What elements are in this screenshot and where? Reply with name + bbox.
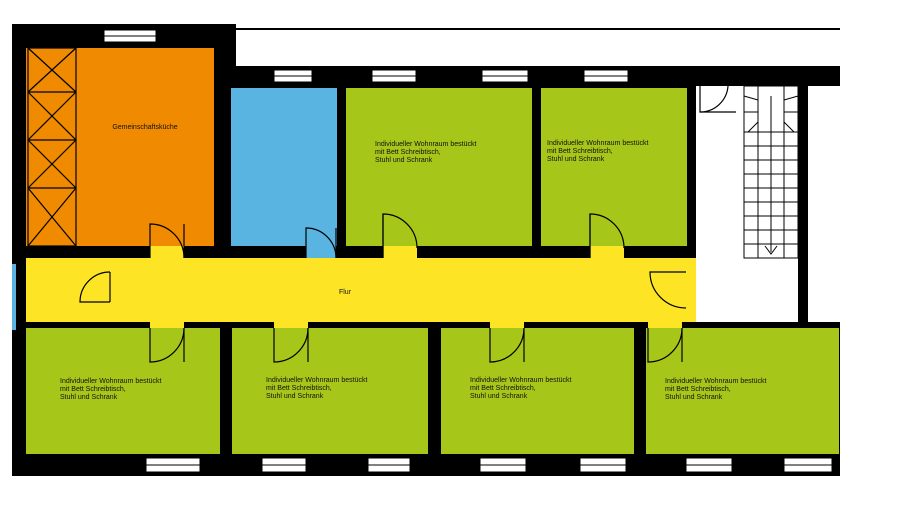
corridor-label: Flur xyxy=(338,289,352,296)
windows xyxy=(103,29,833,473)
bath-room xyxy=(231,88,337,246)
door-swings xyxy=(79,85,736,363)
room-bottom-4 xyxy=(646,328,839,454)
corridor xyxy=(26,258,696,322)
room-top-2-label: Individueller Wohnraum bestückt mit Bett… xyxy=(547,140,649,163)
corridor-end-left xyxy=(12,264,16,330)
room-bottom-1 xyxy=(26,328,220,454)
room-bottom-4-label: Individueller Wohnraum bestückt mit Bett… xyxy=(665,378,767,401)
room-top-1 xyxy=(346,88,532,246)
room-bottom-2 xyxy=(232,328,428,454)
room-top-1-label: Individueller Wohnraum bestückt mit Bett… xyxy=(375,141,477,164)
kitchen-label: Gemeinschaftsküche xyxy=(112,124,178,131)
room-bottom-1-label: Individueller Wohnraum bestückt mit Bett… xyxy=(60,378,162,401)
room-bottom-3 xyxy=(441,328,634,454)
room-bottom-3-label: Individueller Wohnraum bestückt mit Bett… xyxy=(470,377,572,400)
room-top-2 xyxy=(541,88,687,246)
kitchen-room xyxy=(26,48,214,246)
room-bottom-2-label: Individueller Wohnraum bestückt mit Bett… xyxy=(266,377,368,400)
door-openings xyxy=(104,246,696,328)
kitchen-shelving xyxy=(27,47,77,247)
staircase xyxy=(743,85,799,259)
